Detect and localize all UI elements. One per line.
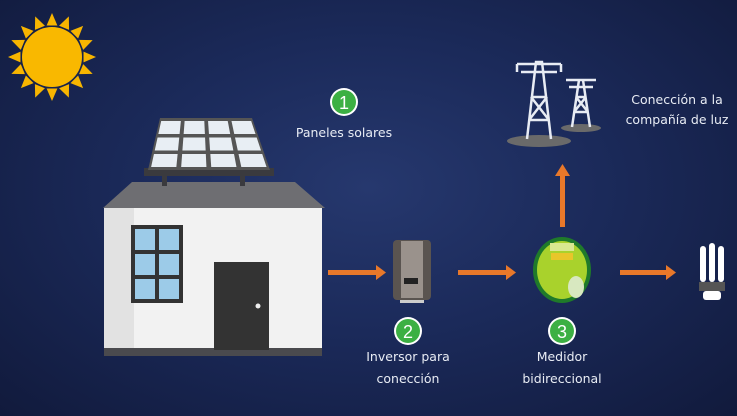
flow-arrows <box>328 164 676 280</box>
label-line: Conección a la <box>631 92 723 107</box>
sun-ray <box>34 16 45 30</box>
step-badge-1: 1 <box>330 88 358 116</box>
label-line: Medidor <box>536 349 588 364</box>
arrow-house-to-inverter <box>328 265 386 280</box>
sun-ray <box>59 84 70 98</box>
solar-cell <box>183 121 205 134</box>
solar-cell <box>238 154 267 167</box>
arrow-meter-to-bulb <box>620 265 676 280</box>
solar-cell <box>158 121 181 134</box>
label-line: compañía de luz <box>625 112 729 127</box>
arrow-inverter-to-meter <box>458 265 516 280</box>
solar-panel-icon <box>144 118 274 186</box>
sun-ray <box>11 39 25 50</box>
arrow-meter-to-grid <box>555 164 570 227</box>
label-line: conección <box>376 371 440 386</box>
sun-ray <box>70 25 84 39</box>
label-meter: Medidor bidireccional <box>522 346 601 390</box>
sun-ray <box>11 64 25 75</box>
solar-cell <box>151 154 178 167</box>
inverter-icon <box>393 240 431 303</box>
label-grid-connection: Conección a la compañía de luz <box>626 90 729 130</box>
house <box>103 118 325 356</box>
solar-cell <box>182 137 206 151</box>
solar-cell <box>208 121 231 134</box>
solar-cell <box>231 121 256 134</box>
light-bulb-icon <box>699 243 725 300</box>
solar-cell <box>235 137 262 151</box>
sun-ray <box>46 88 58 101</box>
label-inverter: Inversor para conección <box>366 346 450 390</box>
solar-cell <box>154 137 180 151</box>
power-towers-icon <box>507 60 601 147</box>
label-line: bidireccional <box>522 371 602 386</box>
step-number: 3 <box>557 322 567 342</box>
sun-ray <box>83 51 96 63</box>
label-line: Inversor para <box>366 349 450 364</box>
solar-cell <box>209 137 234 151</box>
door <box>214 262 269 350</box>
sun-ray <box>79 64 93 75</box>
sun-ray <box>34 84 45 98</box>
sun-icon <box>8 13 96 101</box>
step-number: 1 <box>339 93 349 113</box>
bidirectional-meter-icon <box>533 237 591 303</box>
sun-ray <box>70 75 84 89</box>
sun-ray <box>20 25 34 39</box>
solar-cell <box>210 154 237 167</box>
window <box>131 225 183 303</box>
sun-ray <box>46 13 58 26</box>
solar-cell <box>181 154 207 167</box>
step-badge-3: 3 <box>548 317 576 345</box>
label-solar-panels: Paneles solares <box>295 125 393 140</box>
step-number: 2 <box>403 322 413 342</box>
sun-ray <box>79 39 93 50</box>
step-badge-2: 2 <box>394 317 422 345</box>
sun-ray <box>8 51 21 63</box>
sun-ray <box>59 16 70 30</box>
sun-ray <box>20 75 34 89</box>
